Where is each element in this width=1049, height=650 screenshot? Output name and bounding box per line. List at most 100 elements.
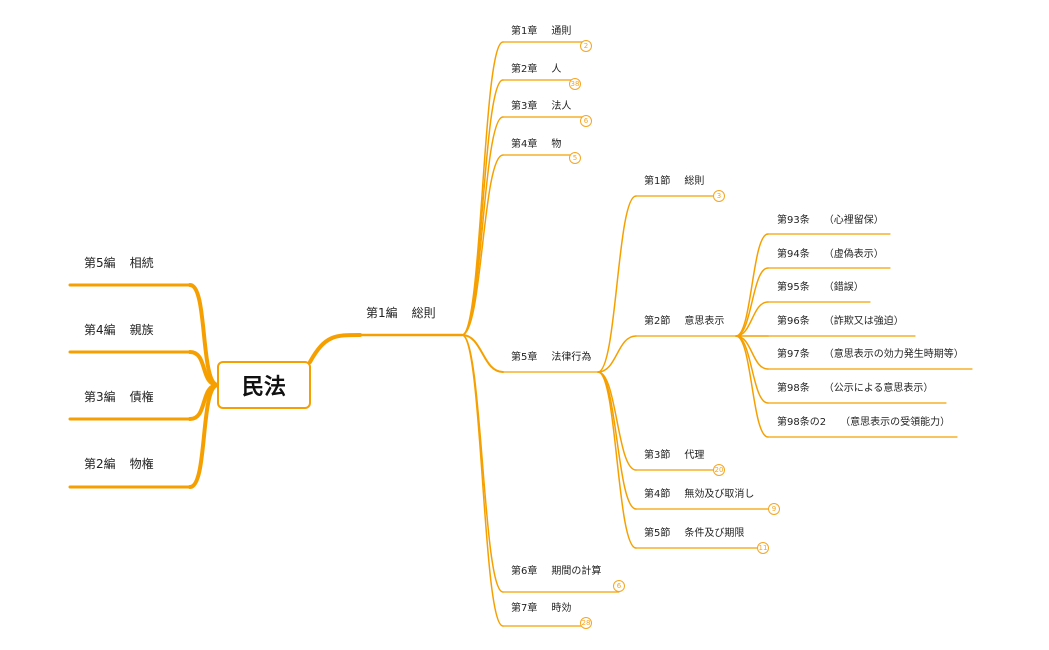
section-number: 第5節 [644, 528, 671, 539]
count-badge-chapter-1[interactable]: 2 [580, 40, 592, 52]
chapter-number: 第2章 [511, 64, 538, 75]
article-number: 第96条 [777, 316, 810, 327]
article-title: （公示による意思表示） [823, 383, 934, 394]
chapter-number: 第1章 [511, 26, 538, 37]
node-article-95[interactable]: 第95条 （錯誤） [777, 283, 864, 293]
node-article-96[interactable]: 第96条 （詐欺又は強迫） [777, 317, 904, 327]
article-title: （錯誤） [823, 282, 864, 293]
branch-article-7 [735, 335, 769, 438]
node-book5-title: 相続 [129, 256, 154, 270]
node-book5-number: 第5編 [84, 256, 116, 270]
count-badge-section-4[interactable]: 9 [768, 503, 780, 515]
node-section-5[interactable]: 第5節 条件及び期限 [644, 529, 744, 539]
branch-section-2 [597, 335, 637, 373]
chapter-title: 期間の計算 [551, 566, 602, 577]
chapter-title: 物 [551, 139, 562, 150]
branch-section-5 [597, 371, 637, 549]
count-badge-section-5[interactable]: 11 [757, 542, 769, 554]
node-book2-title: 物権 [129, 457, 154, 471]
article-number: 第93条 [777, 215, 810, 226]
branch-book-left-1 [188, 283, 220, 387]
count-badge-chapter-2[interactable]: 38 [569, 78, 581, 90]
article-number: 第98条の2 [777, 417, 827, 428]
node-chapter-1[interactable]: 第1章 通則 [511, 27, 571, 37]
node-book1[interactable]: 第1編総則 [366, 307, 436, 319]
node-section-3[interactable]: 第3節 代理 [644, 451, 704, 461]
node-book4-title: 親族 [129, 323, 154, 337]
node-chapter-7[interactable]: 第7章 時効 [511, 604, 571, 614]
chapter-title: 法人 [551, 101, 572, 112]
article-number: 第98条 [777, 383, 810, 394]
root-label: 民法 [241, 375, 286, 400]
count-badge-chapter-4[interactable]: 5 [569, 152, 581, 164]
branch-article-3 [735, 301, 769, 337]
branch-section-4 [597, 371, 637, 510]
section-title: 無効及び取消し [684, 489, 755, 500]
branch-book-left-4 [188, 383, 220, 489]
article-title: （心裡留保） [823, 215, 884, 226]
section-title: 条件及び期限 [684, 528, 745, 539]
root-node[interactable]: 民法 [217, 361, 311, 409]
node-chapter-6[interactable]: 第6章 期間の計算 [511, 567, 601, 577]
branch-chapter-1 [461, 41, 504, 336]
node-section-2[interactable]: 第2節 意思表示 [644, 317, 724, 327]
node-chapter-2[interactable]: 第2章 人 [511, 65, 561, 75]
count-badge-section-3[interactable]: 20 [713, 464, 725, 476]
branch-article-1 [735, 233, 769, 337]
node-section-4[interactable]: 第4節 無効及び取消し [644, 490, 754, 500]
chapter-number: 第7章 [511, 603, 538, 614]
section-number: 第2節 [644, 316, 671, 327]
node-book3-number: 第3編 [84, 390, 116, 404]
node-book4[interactable]: 第4編親族 [84, 324, 154, 336]
node-book1-title: 総則 [411, 306, 436, 320]
section-title: 総則 [684, 176, 705, 187]
chapter-title: 人 [551, 64, 562, 75]
section-title: 代理 [684, 450, 705, 461]
node-chapter-4[interactable]: 第4章 物 [511, 140, 561, 150]
article-title: （詐欺又は強迫） [823, 316, 904, 327]
chapter-number: 第6章 [511, 566, 538, 577]
node-chapter-3[interactable]: 第3章法人 [511, 102, 571, 112]
count-badge-chapter-7[interactable]: 28 [580, 617, 592, 629]
node-article-98-2[interactable]: 第98条の2 （意思表示の受領能力） [777, 418, 950, 428]
node-book2-number: 第2編 [84, 457, 116, 471]
node-book2[interactable]: 第2編物権 [84, 458, 154, 470]
count-badge-chapter-3[interactable]: 6 [580, 115, 592, 127]
node-book5[interactable]: 第5編相続 [84, 257, 154, 269]
node-book4-number: 第4編 [84, 323, 116, 337]
node-chapter-5[interactable]: 第5章法律行為 [511, 353, 591, 363]
node-article-93[interactable]: 第93条 （心裡留保） [777, 216, 884, 226]
chapter-title: 法律行為 [551, 352, 592, 363]
node-article-97[interactable]: 第97条 （意思表示の効力発生時期等） [777, 350, 964, 360]
count-badge-chapter-6[interactable]: 6 [613, 580, 625, 592]
branch-book1 [308, 333, 362, 364]
section-number: 第4節 [644, 489, 671, 500]
chapter-number: 第4章 [511, 139, 538, 150]
chapter-title: 通則 [551, 26, 572, 37]
article-number: 第97条 [777, 349, 810, 360]
branch-chapter-5 [461, 334, 504, 373]
section-title: 意思表示 [684, 316, 725, 327]
article-title: （意思表示の効力発生時期等） [823, 349, 964, 360]
node-section-1[interactable]: 第1節 総則 [644, 177, 704, 187]
branch-article-2 [735, 267, 769, 337]
chapter-title: 時効 [551, 603, 572, 614]
article-title: （虚偽表示） [823, 249, 884, 260]
node-book3[interactable]: 第3編債権 [84, 391, 154, 403]
node-article-94[interactable]: 第94条 （虚偽表示） [777, 250, 884, 260]
branch-chapter-7 [461, 334, 504, 627]
branch-chapter-6 [461, 334, 504, 593]
article-title: （意思表示の受領能力） [840, 417, 951, 428]
node-article-98[interactable]: 第98条 （公示による意思表示） [777, 384, 933, 394]
branch-chapter-2 [461, 79, 504, 336]
section-number: 第1節 [644, 176, 671, 187]
branch-chapter-4 [461, 154, 504, 336]
article-number: 第94条 [777, 249, 810, 260]
branch-section-1 [597, 195, 637, 373]
node-book3-title: 債権 [129, 390, 154, 404]
section-number: 第3節 [644, 450, 671, 461]
count-badge-section-1[interactable]: 3 [713, 190, 725, 202]
article-number: 第95条 [777, 282, 810, 293]
